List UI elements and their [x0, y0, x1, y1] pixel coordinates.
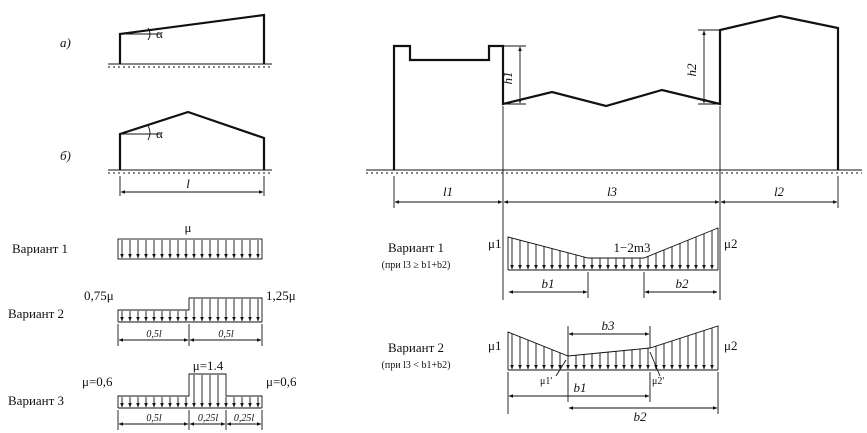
building-outline [392, 14, 840, 170]
uniform-load-block [117, 238, 263, 260]
angle-arc [147, 125, 151, 141]
angle-arc [147, 27, 151, 41]
mu2-label: μ2 [724, 236, 737, 251]
variant-1-title: Вариант 1 [12, 241, 68, 256]
h2-label: h2 [684, 63, 699, 77]
variant-3-peak: Вариант 3 μ=0,6 μ=1.4 μ=0,6 0,5l 0,25l 0… [8, 358, 297, 430]
mu2-label: μ2 [724, 338, 737, 353]
variant-2-stepped: Вариант 2 0,75μ 1,25μ 0,5l 0,5l [8, 288, 296, 346]
b3-label: b3 [602, 318, 616, 333]
mu1-prime-label: μ1' [540, 376, 552, 387]
variant-3-title: Вариант 3 [8, 393, 64, 408]
variant-3-load-right: μ=0,6 [266, 374, 297, 389]
load-arrows [120, 240, 260, 259]
right-variant-2-title: Вариант 2 [388, 340, 444, 355]
figure-b-label: б) [60, 148, 71, 163]
right-variant-2-condition: (при l3 < b1+b2) [382, 360, 451, 371]
gable-roof-outline [118, 110, 266, 170]
variant-1-load-mu: μ [185, 220, 192, 235]
angle-alpha-a: α [156, 26, 163, 41]
multi-span-building: h1 h2 l1 l3 l2 [366, 14, 862, 300]
right-variant-1-title: Вариант 1 [388, 240, 444, 255]
mid-load-label: 1−2m3 [614, 240, 651, 255]
b1-label: b1 [542, 276, 555, 291]
figure-a-label: а) [60, 35, 71, 50]
variant-3-load-left: μ=0,6 [82, 374, 113, 389]
load-arrows [510, 327, 714, 370]
dim-label: 0,5l [146, 413, 162, 424]
variant-2-title: Вариант 2 [8, 306, 64, 321]
angle-alpha-b: α [156, 126, 163, 141]
b1-label: b1 [574, 380, 587, 395]
span-l2-label: l2 [774, 184, 785, 199]
stepped-load-outline [117, 297, 263, 322]
b2-label: b2 [676, 276, 690, 291]
dim-label: 0,5l [146, 329, 162, 340]
variant-2-load-right: 1,25μ [266, 288, 296, 303]
variant-3-load-mid: μ=1.4 [193, 358, 224, 373]
mu1-label: μ1 [488, 338, 501, 353]
peak-load-outline [117, 373, 263, 408]
b2-label: b2 [634, 409, 648, 424]
load-arrows [120, 375, 260, 408]
span-l3-label: l3 [607, 184, 618, 199]
mono-pitch-roof-outline [118, 13, 266, 64]
mu1-prime-leader [555, 359, 567, 377]
variant-2-load-left: 0,75μ [84, 288, 114, 303]
overlap-load-outline [507, 325, 719, 370]
load-arrows [510, 230, 714, 270]
figure-b: б) α l [60, 110, 272, 196]
variant-1-uniform: Вариант 1 μ [12, 220, 263, 260]
right-variant-1-condition: (при l3 ≥ b1+b2) [382, 260, 451, 271]
span-l1-label: l1 [443, 184, 453, 199]
h1-label: h1 [500, 72, 515, 85]
dim-label: 0,25l [198, 413, 219, 424]
right-variant-2: Вариант 2 (при l3 < b1+b2) μ1 μ2 b3 μ1' … [382, 318, 738, 424]
dim-label: 0,25l [234, 413, 255, 424]
mu2-prime-label: μ2' [652, 376, 664, 387]
span-l-label: l [186, 176, 190, 191]
load-arrows [120, 299, 260, 322]
right-variant-1: Вариант 1 (при l3 ≥ b1+b2) μ1 μ2 1−2m3 b… [382, 227, 737, 298]
mu2-prime-leader [649, 351, 661, 377]
mu1-label: μ1 [488, 236, 501, 251]
figure-a: а) α [60, 13, 272, 68]
dim-label: 0,5l [218, 329, 234, 340]
